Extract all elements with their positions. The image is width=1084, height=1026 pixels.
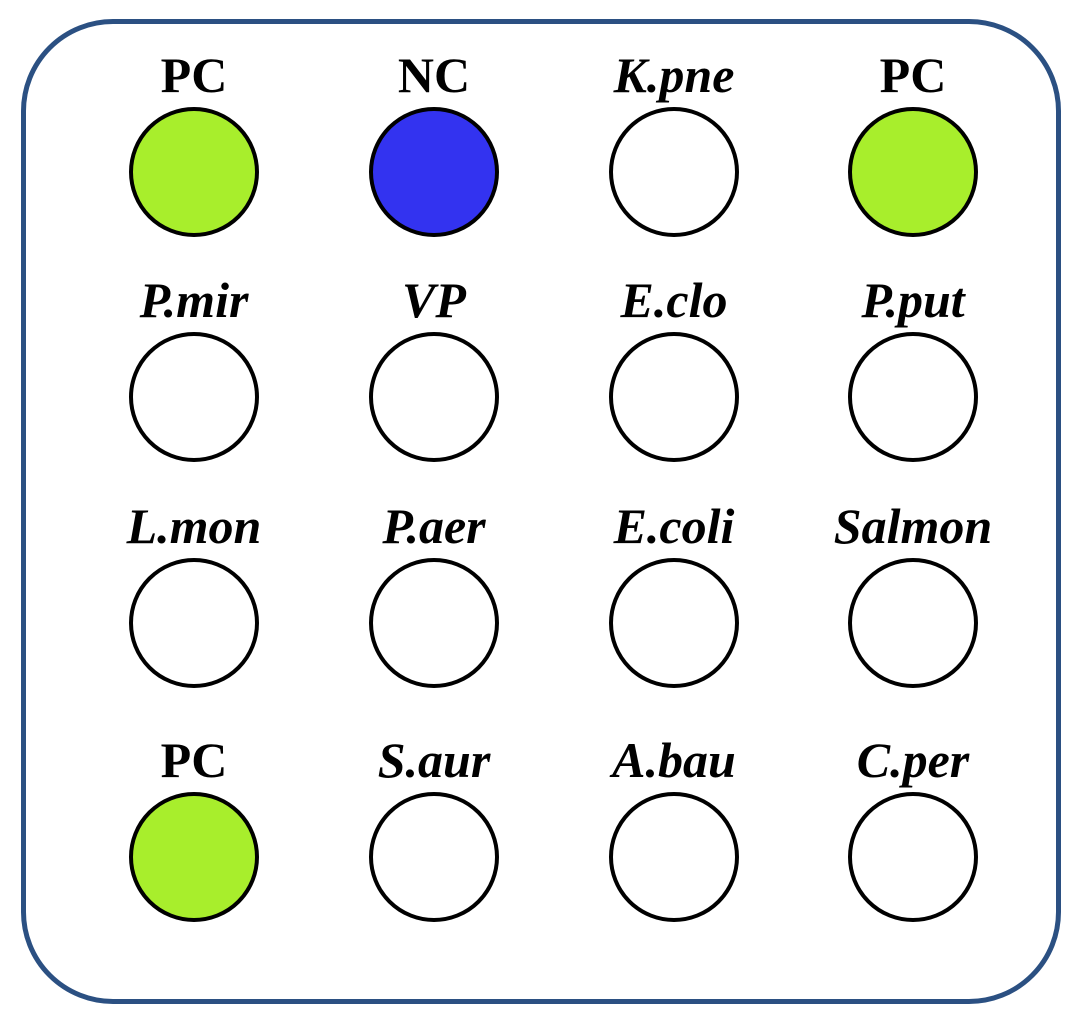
well-label: C.per [856,732,970,788]
well-cell: PC [793,45,1033,245]
well-cell: C.per [793,730,1033,930]
well-label: P.put [861,272,965,328]
well-cell: A.bau [554,730,794,930]
well-label: PC [879,47,947,103]
well-circle [609,107,739,237]
well-label: E.coli [613,498,735,554]
well-circle [609,332,739,462]
well-cell: S.aur [314,730,554,930]
well-label: S.aur [377,732,491,788]
well-cell: P.mir [74,270,314,470]
well-circle [609,792,739,922]
well-circle [848,332,978,462]
well-label: VP [402,272,466,328]
well-cell: VP [314,270,554,470]
well-label: L.mon [126,498,262,554]
well-cell: NC [314,45,554,245]
well-label: P.aer [382,498,486,554]
well-label: PC [160,47,228,103]
well-label: NC [397,47,471,103]
well-cell: P.aer [314,496,554,696]
well-circle [129,558,259,688]
well-cell: E.coli [554,496,794,696]
well-cell: P.put [793,270,1033,470]
well-label: PC [160,732,228,788]
well-circle [609,558,739,688]
well-label: E.clo [620,272,728,328]
well-label: A.bau [612,732,736,788]
well-circle [369,792,499,922]
well-cell: L.mon [74,496,314,696]
well-label: Salmon [833,498,993,554]
well-circle [369,332,499,462]
well-circle [129,792,259,922]
well-circle [848,558,978,688]
well-circle [848,107,978,237]
well-label: K.pne [613,47,735,103]
well-cell: Salmon [793,496,1033,696]
well-label: P.mir [139,272,249,328]
well-cell: PC [74,730,314,930]
well-circle [129,332,259,462]
well-circle [369,107,499,237]
well-cell: PC [74,45,314,245]
well-circle [848,792,978,922]
well-cell: E.clo [554,270,794,470]
well-circle [129,107,259,237]
well-circle [369,558,499,688]
well-cell: K.pne [554,45,794,245]
